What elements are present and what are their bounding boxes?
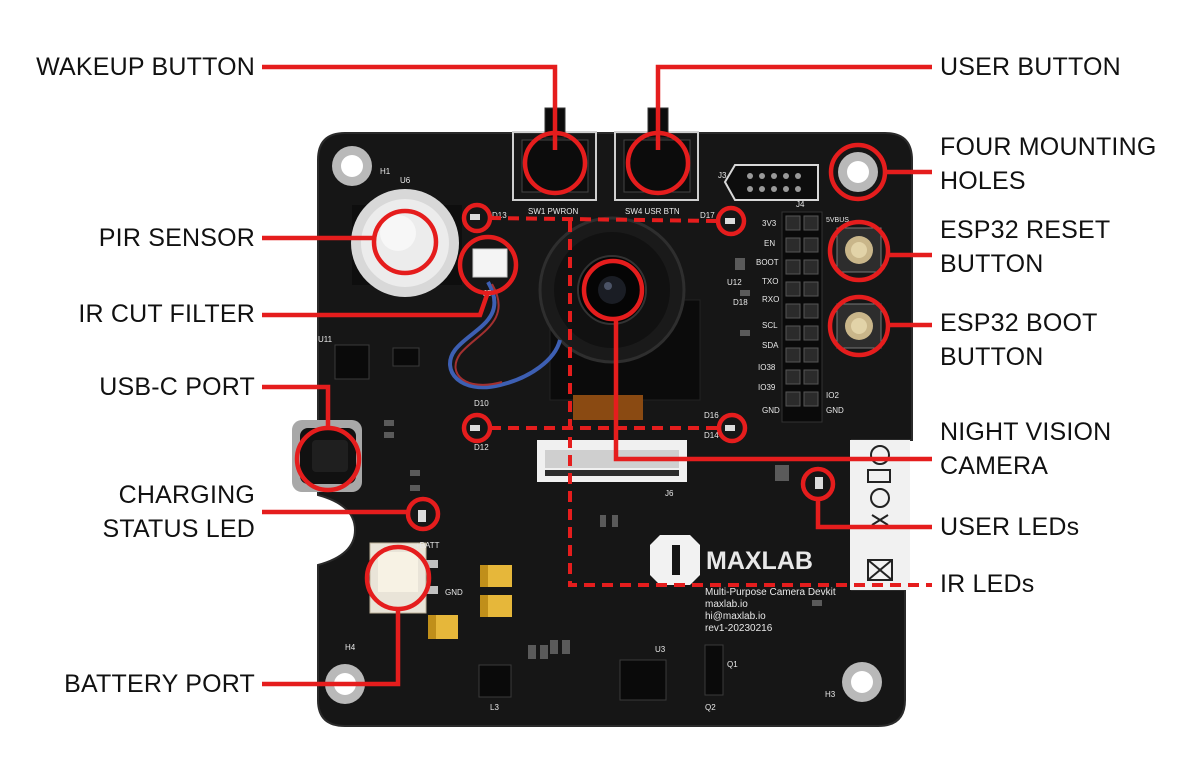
- pin-left-0: 3V3: [762, 219, 777, 228]
- silk-q2: Q2: [705, 703, 716, 712]
- label-pir-sensor: PIR SENSOR: [98, 224, 255, 252]
- circle-charging: [405, 496, 441, 532]
- silk-u3: U3: [655, 645, 666, 654]
- label-user-leds: USER LEDs: [940, 513, 1080, 541]
- board-revision: rev1-20230216: [705, 623, 773, 634]
- pir-sensor: [351, 189, 462, 297]
- silk-d18: D18: [733, 298, 748, 307]
- pin-right-2: IO2: [826, 391, 839, 400]
- silk-sw1: SW1 PWRON: [528, 207, 578, 216]
- silk-d13: D13: [492, 211, 507, 220]
- board-website: maxlab.io: [705, 599, 748, 610]
- maxlab-logo: MAXLAB: [650, 535, 813, 585]
- pin-left-8: GND: [762, 406, 780, 415]
- label-battery-port: BATTERY PORT: [64, 670, 255, 698]
- circle-pir: [371, 208, 439, 276]
- logo-text: MAXLAB: [706, 547, 813, 575]
- circle-ircut: [457, 234, 519, 296]
- leader-user-button: [655, 64, 932, 150]
- silk-d16: D16: [704, 411, 719, 420]
- smd-parts: [384, 258, 822, 659]
- silk-d17: D17: [700, 211, 715, 220]
- pin-left-3: RXO: [762, 295, 779, 304]
- circle-usbc: [294, 425, 362, 493]
- silk-u6: U6: [400, 176, 411, 185]
- pin-right-3: GND: [826, 406, 844, 415]
- circle-camera: [581, 258, 645, 322]
- silk-j6: J6: [665, 489, 674, 498]
- pin-right-0: 5VBUS: [826, 217, 849, 224]
- pin-left-7: IO39: [758, 383, 776, 392]
- annotations: [262, 64, 932, 687]
- j5-connector: [472, 248, 508, 278]
- silk-u12: U12: [727, 278, 742, 287]
- pin-left-4: SCL: [762, 321, 778, 330]
- silk-batt: +BATT: [415, 541, 440, 550]
- silk-sw4: SW4 USR BTN: [625, 207, 680, 216]
- pin-left-5: SDA: [762, 341, 779, 350]
- circle-mounting: [828, 142, 888, 202]
- pin-left-1: EN: [764, 239, 775, 248]
- silk-l3: L3: [490, 703, 499, 712]
- leader-usbc: [262, 384, 331, 428]
- label-usb-c-port: USB-C PORT: [99, 373, 255, 401]
- circle-irled-4: [716, 412, 748, 444]
- label-user-button: USER BUTTON: [940, 53, 1121, 81]
- circle-irled-2: [715, 205, 747, 237]
- silk-h3: H3: [825, 690, 836, 699]
- silkscreen: SW1 PWRON SW4 USR BTN +BATT GND H1 H3 H4…: [318, 167, 849, 712]
- cert-sticker: [850, 440, 910, 590]
- board-email: hi@maxlab.io: [705, 611, 766, 622]
- esp32-buttons: [836, 227, 882, 349]
- pin-left-6: IO38: [758, 363, 776, 372]
- smd-leds: [418, 214, 823, 522]
- leader-wakeup: [262, 64, 558, 150]
- pin-left-2: BOOT: [756, 258, 779, 267]
- circle-wakeup: [522, 130, 588, 196]
- ics: [334, 344, 724, 701]
- circle-boot: [827, 294, 891, 358]
- label-wakeup-button: WAKEUP BUTTON: [36, 53, 255, 81]
- leader-camera: [613, 318, 932, 462]
- silk-gnd: GND: [445, 588, 463, 597]
- irled-dashes: [489, 216, 932, 587]
- leader-ircut: [262, 291, 491, 318]
- silk-d10: D10: [474, 399, 489, 408]
- camera-cable: [448, 280, 562, 390]
- silk-h1: H1: [380, 167, 391, 176]
- circle-reset: [827, 219, 891, 283]
- leader-userleds: [815, 499, 932, 530]
- label-ir-leds: IR LEDs: [940, 570, 1035, 598]
- j4-pin-header: [781, 211, 823, 423]
- silk-d14: D14: [704, 431, 719, 440]
- j3-connector: [723, 164, 819, 201]
- silk-u11: U11: [318, 335, 333, 344]
- label-ir-cut-filter: IR CUT FILTER: [78, 300, 255, 328]
- circle-userleds: [800, 466, 836, 502]
- silk-q1: Q1: [727, 660, 738, 669]
- silk-j4: J4: [796, 200, 805, 209]
- circle-user-button: [625, 130, 691, 196]
- usb-c-port: [292, 420, 362, 492]
- sticker-marks: [867, 445, 893, 581]
- pin-right-1: TXO: [762, 277, 778, 286]
- leader-battery: [262, 610, 401, 687]
- circle-battery: [364, 544, 432, 612]
- silk-j3: J3: [718, 171, 727, 180]
- silk-d12: D12: [474, 443, 489, 452]
- board-subtitle: Multi-Purpose Camera Devkit: [705, 587, 836, 598]
- silk-h4: H4: [345, 643, 356, 652]
- tantalum-caps: [428, 565, 512, 639]
